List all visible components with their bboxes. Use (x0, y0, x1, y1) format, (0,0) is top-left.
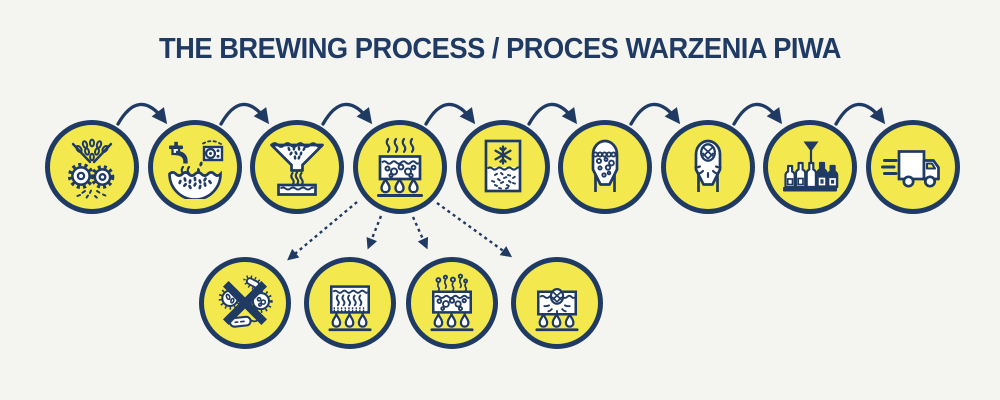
step-distribution (866, 120, 960, 214)
fermenter-hop-cone-icon (694, 139, 722, 194)
substep-volatile-evaporation (406, 257, 498, 349)
page-title: THE BREWING PROCESS / PROCES WARZENIA PI… (158, 33, 841, 65)
step-lautering (250, 120, 344, 214)
substep-protein-coagulation (304, 257, 396, 349)
bottling-line-icon (783, 141, 839, 192)
step-milling (45, 120, 139, 214)
funnel-filtering-icon (270, 142, 324, 196)
kettle-hop-cone-flames-icon (527, 288, 587, 333)
step-wort-boiling (353, 120, 447, 214)
fermenter-bubbles-icon (591, 139, 619, 194)
step-mashing (148, 120, 242, 214)
tap-roller-mill-mash-tun-icon (168, 140, 224, 199)
crossed-out-microbes-icon (218, 275, 273, 328)
grain-mill-gears-icon (67, 138, 115, 199)
delivery-truck-icon (881, 150, 940, 188)
step-bottling (763, 120, 857, 214)
kettle-escaping-bubbles-flames-icon (422, 273, 482, 333)
step-cooling (456, 120, 550, 214)
boiling-kettle-flames-icon (368, 137, 432, 199)
step-fermentation (558, 120, 652, 214)
kettle-coagulation-sediment-flames-icon (320, 285, 380, 333)
snowflake-cooler-icon (484, 139, 522, 193)
substep-hop-addition (511, 257, 603, 349)
substep-sterilisation (199, 257, 291, 349)
step-maturation (661, 120, 755, 214)
